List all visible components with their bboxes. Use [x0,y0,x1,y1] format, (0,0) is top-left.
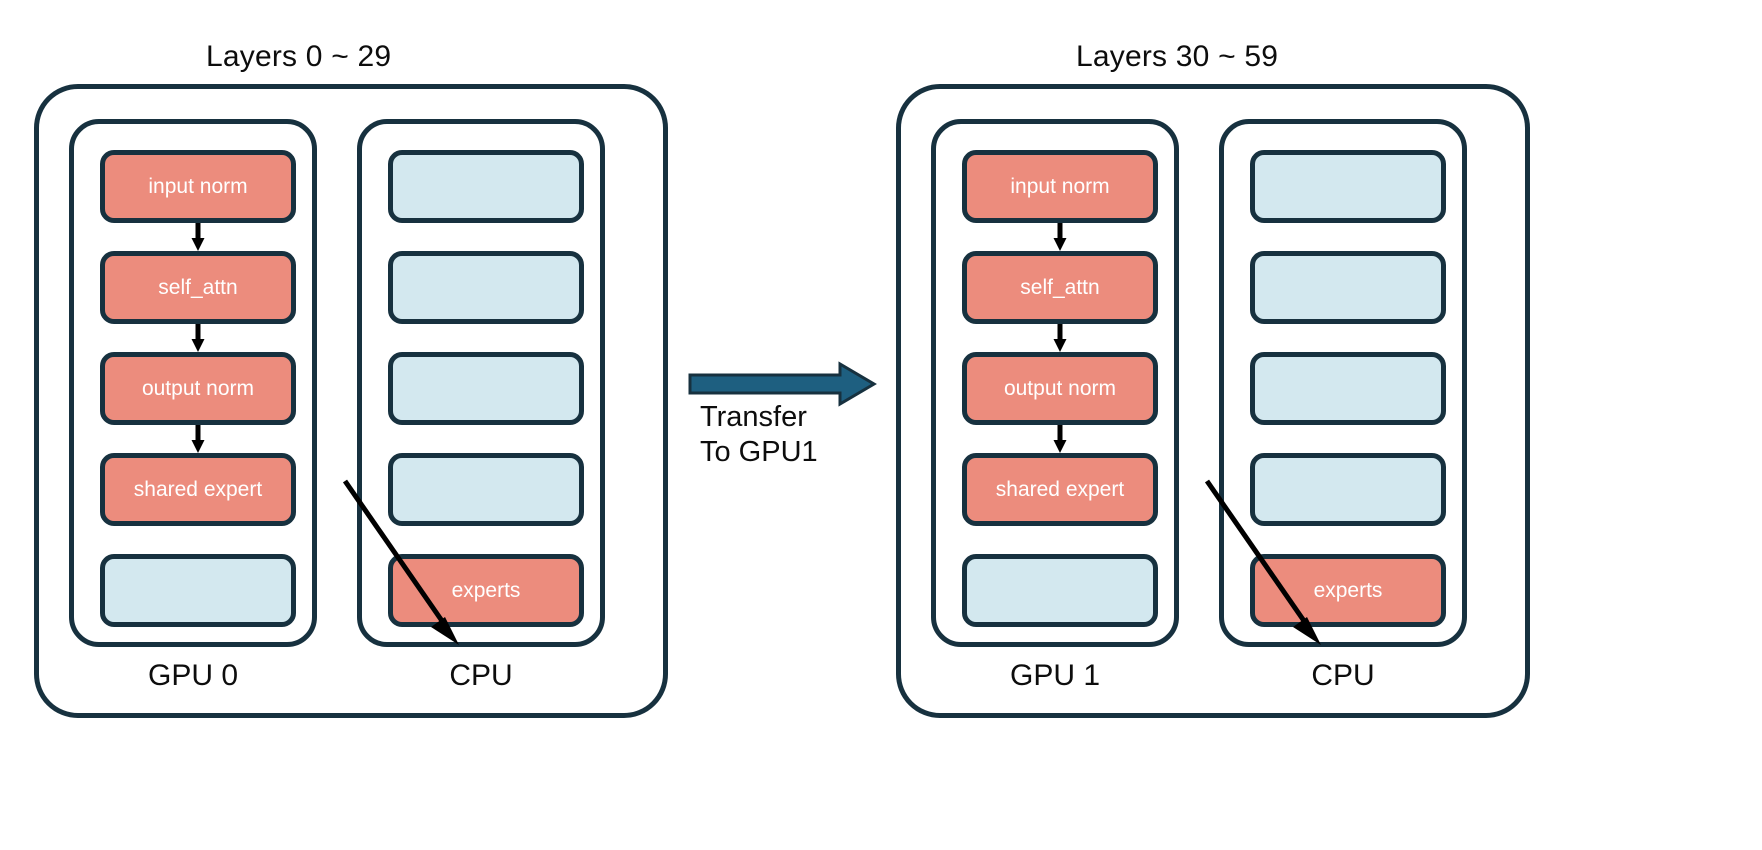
node-group-left: input norm self_attn output norm shared … [34,84,668,718]
block-self-attn[interactable]: self_attn [962,251,1158,324]
transfer-label: Transfer To GPU1 [700,401,818,469]
flow-arrow-icon [191,223,205,251]
flow-arrow-icon [191,425,205,453]
flow-arrow-icon [191,324,205,352]
block-experts[interactable]: experts [388,554,584,627]
group-title-left: Layers 0 ~ 29 [206,40,392,73]
block-placeholder-cpu1-3[interactable] [1250,453,1446,526]
block-placeholder-gpu1[interactable] [962,554,1158,627]
flow-arrow-icon [1053,324,1067,352]
block-placeholder-gpu0[interactable] [100,554,296,627]
block-experts[interactable]: experts [1250,554,1446,627]
block-placeholder-cpu0-3[interactable] [388,453,584,526]
block-input-norm[interactable]: input norm [100,150,296,223]
block-placeholder-cpu1-1[interactable] [1250,251,1446,324]
block-input-norm[interactable]: input norm [962,150,1158,223]
device-label-gpu0: GPU 0 [147,659,239,692]
block-placeholder-cpu0-2[interactable] [388,352,584,425]
device-label-cpu1: CPU [1311,659,1375,692]
column-gpu0: input norm self_attn output norm shared … [69,119,317,647]
column-cpu1: experts [1219,119,1467,647]
device-label-gpu1: GPU 1 [1009,659,1101,692]
transfer-arrow-icon [688,361,877,407]
node-group-right: input norm self_attn output norm shared … [896,84,1530,718]
block-placeholder-cpu1-2[interactable] [1250,352,1446,425]
flow-arrow-icon [1053,223,1067,251]
block-placeholder-cpu1-0[interactable] [1250,150,1446,223]
block-output-norm[interactable]: output norm [100,352,296,425]
device-label-cpu0: CPU [449,659,513,692]
block-self-attn[interactable]: self_attn [100,251,296,324]
block-shared-expert[interactable]: shared expert [962,453,1158,526]
column-gpu1: input norm self_attn output norm shared … [931,119,1179,647]
block-placeholder-cpu0-0[interactable] [388,150,584,223]
group-title-right: Layers 30 ~ 59 [1076,40,1279,73]
block-placeholder-cpu0-1[interactable] [388,251,584,324]
column-cpu0: experts [357,119,605,647]
flow-arrow-icon [1053,425,1067,453]
block-output-norm[interactable]: output norm [962,352,1158,425]
block-shared-expert[interactable]: shared expert [100,453,296,526]
